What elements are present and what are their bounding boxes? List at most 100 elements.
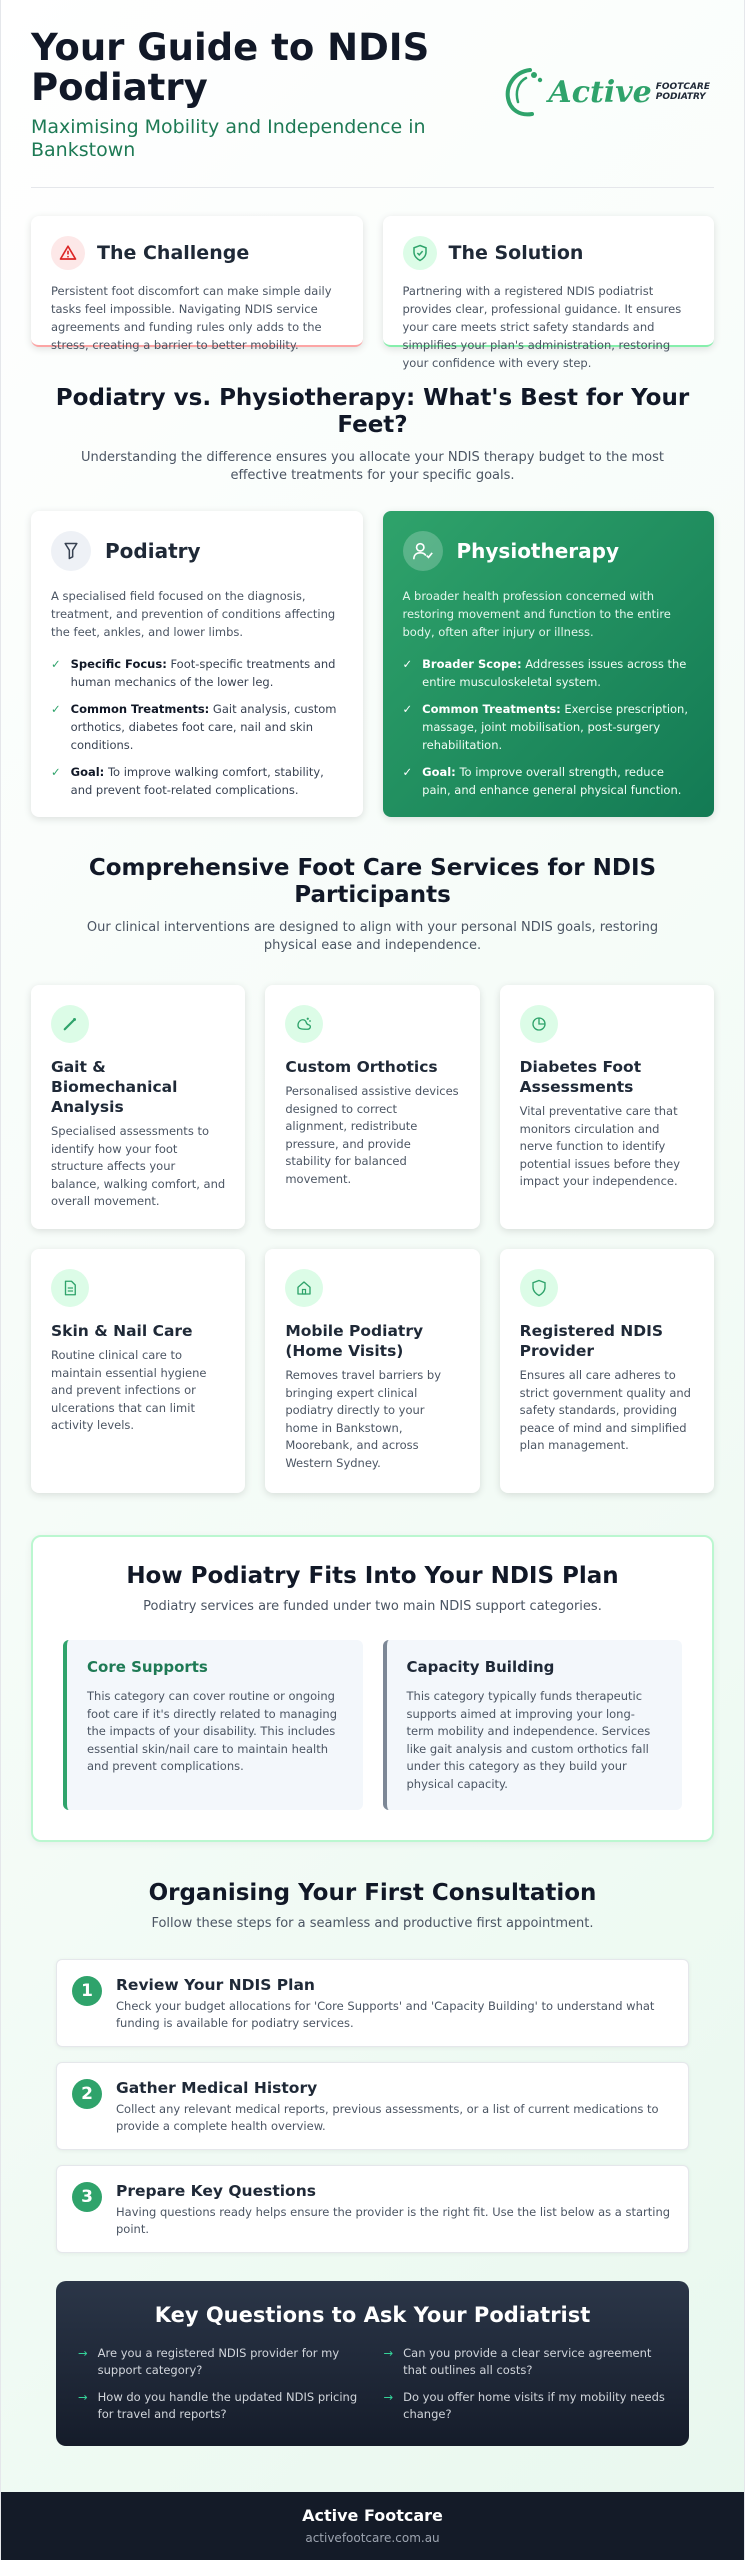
question-item: →Can you provide a clear service agreeme… [383,2346,652,2377]
check-icon: ✓ [402,657,413,671]
footer-link[interactable]: activefootcare.com.au [305,2531,440,2545]
step-number: 3 [72,2182,102,2212]
pen-icon [51,1005,89,1043]
physiotherapy-card: Physiotherapy A broader health professio… [382,511,714,817]
step-text: Collect any relevant medical reports, pr… [116,2102,659,2133]
pie-icon [519,1005,558,1043]
core-supports-text: This category can cover routine or ongoi… [87,1689,338,1773]
service-text: Vital preventative care that monitors ci… [519,1104,680,1188]
physiotherapy-list: ✓Broader Scope: Addresses issues across … [403,655,695,799]
compare-subtitle: Understanding the difference ensures you… [81,450,664,483]
service-title: Diabetes Foot Assessments [519,1058,642,1096]
podiatry-list: ✓Specific Focus: Foot-specific treatment… [51,655,343,799]
service-text: Routine clinical care to maintain essent… [51,1348,207,1432]
logo-tag-line-2: PODIATRY [655,92,706,102]
compare-title: Podiatry vs. Physiotherapy: What's Best … [55,385,690,438]
solution-text: Partnering with a registered NDIS podiat… [402,284,682,370]
physiotherapy-desc: A broader health profession concerned wi… [402,589,671,639]
check-icon: ✓ [51,702,61,716]
check-icon: ✓ [51,765,61,779]
shield-check-icon [402,236,437,270]
compare-section: Podiatry vs. Physiotherapy: What's Best … [31,385,714,817]
service-text: Removes travel barriers by bringing expe… [285,1368,442,1470]
consult-subtitle: Follow these steps for a seamless and pr… [151,1916,594,1931]
service-title: Gait & Biomechanical Analysis [51,1058,178,1116]
service-title: Custom Orthotics [285,1058,438,1076]
service-text: Ensures all care adheres to strict gover… [519,1368,691,1452]
filter-icon [51,531,91,571]
service-text: Specialised assessments to identify how … [51,1124,226,1208]
challenge-text: Persistent foot discomfort can make simp… [51,284,332,352]
podiatry-desc: A specialised field focused on the diagn… [51,589,336,639]
services-subtitle: Our clinical interventions are designed … [86,920,659,953]
questions-title: Key Questions to Ask Your Podiatrist [154,2303,591,2327]
capacity-building-box: Capacity Building This category typicall… [382,1640,682,1810]
capacity-building-text: This category typically funds therapeuti… [406,1689,651,1791]
user-check-icon [402,531,443,571]
logo-tag-line-1: FOOTCARE [655,82,710,92]
plan-subtitle: Podiatry services are funded under two m… [143,1599,602,1614]
page-subtitle: Maximising Mobility and Independence in … [31,116,426,161]
consult-title: Organising Your First Consultation [148,1880,597,1906]
core-supports-title: Core Supports [87,1658,208,1676]
step-title: Gather Medical History [116,2079,318,2097]
service-title: Mobile Podiatry (Home Visits) [285,1322,424,1360]
capacity-building-title: Capacity Building [406,1658,555,1676]
check-icon: ✓ [51,657,61,671]
services-title: Comprehensive Foot Care Services for NDI… [88,855,657,908]
solution-title: The Solution [448,242,584,264]
challenge-title: The Challenge [97,242,250,264]
consultation-section: Organising Your First Consultation Follo… [31,1880,714,2253]
step-title: Review Your NDIS Plan [116,1976,315,1994]
service-card-mobile: Mobile Podiatry (Home Visits) Removes tr… [265,1249,480,1493]
brand-logo[interactable]: Active FOOTCARE PODIATRY [504,66,710,118]
ndis-plan-section: How Podiatry Fits Into Your NDIS Plan Po… [31,1535,714,1842]
check-icon: ✓ [402,702,413,716]
plan-title: How Podiatry Fits Into Your NDIS Plan [126,1563,619,1589]
header: Your Guide to NDIS Podiatry Maximising M… [31,0,714,188]
services-section: Comprehensive Foot Care Services for NDI… [31,855,714,1493]
question-item: →How do you handle the updated NDIS pric… [78,2390,358,2421]
list-item: ✓Common Treatments: Exercise prescriptio… [402,702,689,752]
core-supports-box: Core Supports This category can cover ro… [63,1640,363,1810]
arrow-right-icon: → [78,2390,88,2404]
service-card-skin-nail: Skin & Nail Care Routine clinical care t… [31,1249,246,1493]
logo-tagline: FOOTCARE PODIATRY [656,82,710,102]
list-item: ✓Goal: To improve overall strength, redu… [402,765,682,797]
list-item: ✓Goal: To improve walking comfort, stabi… [51,765,324,797]
step-number: 1 [72,1976,102,2006]
question-item: →Do you offer home visits if my mobility… [383,2390,665,2421]
step-title: Prepare Key Questions [116,2182,316,2200]
list-item: ✓Specific Focus: Foot-specific treatment… [51,657,336,689]
check-icon: ✓ [402,765,413,779]
list-item: ✓Broader Scope: Addresses issues across … [402,657,687,689]
step-number: 2 [72,2079,102,2109]
step-text: Check your budget allocations for 'Core … [116,1999,655,2030]
key-questions-panel: Key Questions to Ask Your Podiatrist →Ar… [56,2281,689,2446]
arrow-right-icon: → [78,2346,88,2360]
document-icon [51,1269,89,1307]
challenge-card: The Challenge Persistent foot discomfort… [31,216,363,352]
service-card-gait: Gait & Biomechanical Analysis Specialise… [31,985,246,1229]
arrow-right-icon: → [383,2346,394,2360]
podiatry-card: Podiatry A specialised field focused on … [31,511,363,817]
shield-icon [519,1269,558,1307]
footer: Active Footcare activefootcare.com.au [1,2492,744,2560]
physiotherapy-title: Physiotherapy [456,539,620,563]
footprint-icon [285,1005,324,1043]
service-card-registered: Registered NDIS Provider Ensures all car… [499,1249,714,1493]
service-title: Registered NDIS Provider [519,1322,664,1360]
footer-brand: Active Footcare [302,2506,443,2525]
service-card-orthotics: Custom Orthotics Personalised assistive … [265,985,480,1229]
warning-icon [51,236,85,270]
page-title: Your Guide to NDIS Podiatry [31,26,430,109]
service-card-diabetes: Diabetes Foot Assessments Vital preventa… [499,985,714,1229]
solution-card: The Solution Partnering with a registere… [382,216,714,370]
list-item: ✓Common Treatments: Gait analysis, custo… [51,702,337,752]
home-icon [285,1269,324,1307]
arrow-right-icon: → [383,2390,394,2404]
